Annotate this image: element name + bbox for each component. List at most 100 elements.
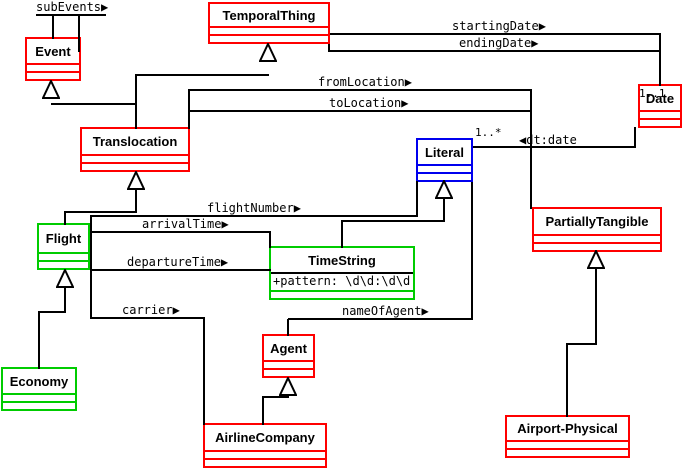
generalization-arrow-flight bbox=[56, 269, 74, 288]
generalization-line-timestring-literal bbox=[341, 220, 445, 222]
class-name-translocation: Translocation bbox=[92, 134, 178, 149]
association-line-subevents bbox=[78, 14, 80, 52]
attribute-compartment bbox=[264, 360, 313, 368]
generalization-line-economy-flight bbox=[38, 311, 66, 313]
operation-compartment bbox=[507, 448, 628, 456]
class-box-flight[interactable]: Flight bbox=[37, 223, 90, 270]
class-box-timestring[interactable]: TimeString +pattern: \d\d:\d\d bbox=[269, 246, 415, 300]
operation-compartment bbox=[39, 260, 88, 268]
association-line-dtdate bbox=[634, 127, 636, 148]
association-label-dtdate: ◀dt:date bbox=[519, 133, 577, 147]
class-name-date: Date bbox=[645, 90, 675, 106]
generalization-line-airport-partiallytangible bbox=[566, 343, 597, 345]
multiplicity-label-date: 1..1 bbox=[639, 87, 666, 100]
generalization-line-flight-translocation bbox=[64, 211, 66, 225]
class-box-airport-physical[interactable]: Airport-Physical bbox=[505, 415, 630, 458]
generalization-arrow-agent bbox=[279, 377, 297, 396]
association-line-carrier bbox=[90, 317, 205, 319]
class-box-literal[interactable]: Literal bbox=[416, 138, 473, 182]
association-line-fromlocation bbox=[188, 89, 532, 91]
attribute-compartment bbox=[507, 440, 628, 448]
generalization-line-airlinecompany-agent bbox=[262, 396, 289, 398]
association-line-tolocation bbox=[188, 110, 532, 112]
generalization-line-flight-translocation bbox=[135, 188, 137, 213]
association-label-subevents: subEvents▶ bbox=[36, 0, 109, 14]
association-line-subevents bbox=[36, 14, 106, 16]
class-name-event: Event bbox=[35, 43, 71, 59]
class-name-timestring: TimeString bbox=[308, 252, 376, 268]
association-label-fromlocation: fromLocation▶ bbox=[318, 75, 412, 89]
association-line-endingdate bbox=[328, 44, 330, 52]
class-name-agent: Agent bbox=[270, 340, 307, 356]
operation-compartment bbox=[640, 118, 680, 126]
generalization-line-airport-partiallytangible bbox=[595, 269, 597, 345]
generalization-line-airlinecompany-agent bbox=[262, 396, 264, 425]
attribute-compartment bbox=[640, 110, 680, 118]
class-box-event[interactable]: Event bbox=[25, 37, 81, 81]
class-box-partiallytangible[interactable]: PartiallyTangible bbox=[532, 207, 662, 252]
class-box-economy[interactable]: Economy bbox=[1, 367, 77, 411]
association-line-arrivaltime bbox=[90, 231, 271, 233]
generalization-line-timestring-literal bbox=[341, 220, 343, 248]
class-name-economy: Economy bbox=[9, 373, 69, 389]
association-line-flight-spine bbox=[90, 215, 92, 319]
generalization-line-translocation-temporalthing bbox=[136, 74, 269, 76]
generalization-arrow-literal bbox=[435, 180, 453, 199]
attribute-compartment bbox=[418, 164, 471, 172]
association-line-carrier bbox=[203, 317, 205, 425]
class-box-translocation[interactable]: Translocation bbox=[80, 127, 190, 172]
association-line-subevents bbox=[52, 14, 54, 39]
association-line-nameofagent bbox=[471, 182, 473, 320]
operation-compartment bbox=[205, 458, 325, 466]
association-line-fromlocation bbox=[530, 89, 532, 209]
attribute-compartment bbox=[27, 63, 79, 71]
generalization-arrow-translocation bbox=[127, 171, 145, 190]
class-name-airlinecompany: AirlineCompany bbox=[215, 430, 315, 445]
attribute-compartment bbox=[3, 393, 75, 401]
attribute-compartment bbox=[534, 234, 660, 242]
operation-compartment bbox=[418, 172, 471, 180]
generalization-arrow-partiallytangible bbox=[587, 250, 605, 269]
association-label-nameofagent: nameOfAgent▶ bbox=[342, 304, 429, 318]
generalization-arrow-temporalthing bbox=[259, 43, 277, 62]
association-line-flightnumber bbox=[416, 181, 418, 217]
operation-compartment bbox=[264, 368, 313, 376]
class-name-partiallytangible: PartiallyTangible bbox=[545, 214, 649, 229]
operation-compartment bbox=[3, 401, 75, 409]
class-box-temporalthing[interactable]: TemporalThing bbox=[208, 2, 330, 44]
class-box-airlinecompany[interactable]: AirlineCompany bbox=[203, 423, 327, 468]
class-name-temporalthing: TemporalThing bbox=[222, 7, 316, 23]
association-line-flightnumber bbox=[90, 215, 418, 217]
association-label-endingdate: endingDate▶ bbox=[459, 36, 539, 50]
generalization-line-economy-flight bbox=[38, 311, 40, 369]
operation-compartment bbox=[27, 71, 79, 79]
operation-compartment bbox=[82, 162, 188, 170]
class-box-date[interactable]: Date bbox=[638, 84, 682, 128]
attribute-compartment bbox=[210, 26, 328, 34]
attribute-pattern: +pattern: \d\d:\d\d bbox=[271, 272, 413, 290]
class-name-flight: Flight bbox=[45, 231, 82, 246]
generalization-line-translocation bbox=[135, 74, 137, 129]
generalization-line-economy-flight bbox=[64, 287, 66, 313]
generalization-line-translocation-event bbox=[51, 103, 136, 105]
generalization-line-airport-partiallytangible bbox=[566, 343, 568, 417]
association-label-arrivaltime: arrivalTime▶ bbox=[142, 217, 229, 231]
association-line-arrivaltime bbox=[269, 231, 271, 248]
association-line-departuretime bbox=[90, 269, 271, 271]
class-name-airport-physical: Airport-Physical bbox=[517, 421, 618, 436]
association-line-dtdate bbox=[473, 146, 636, 148]
multiplicity-label-literal: 1..* bbox=[475, 126, 502, 139]
attribute-compartment bbox=[82, 154, 188, 162]
generalization-arrow-event bbox=[42, 80, 60, 99]
generalization-line-timestring-literal bbox=[443, 199, 445, 222]
association-line-nameofagent bbox=[287, 319, 289, 336]
class-box-agent[interactable]: Agent bbox=[262, 334, 315, 378]
operation-compartment bbox=[271, 290, 413, 298]
operation-compartment bbox=[210, 34, 328, 42]
association-label-tolocation: toLocation▶ bbox=[329, 96, 409, 110]
association-line-nameofagent bbox=[288, 318, 473, 320]
attribute-compartment bbox=[39, 252, 88, 260]
class-name-literal: Literal bbox=[424, 144, 464, 160]
association-label-carrier: carrier▶ bbox=[122, 303, 180, 317]
